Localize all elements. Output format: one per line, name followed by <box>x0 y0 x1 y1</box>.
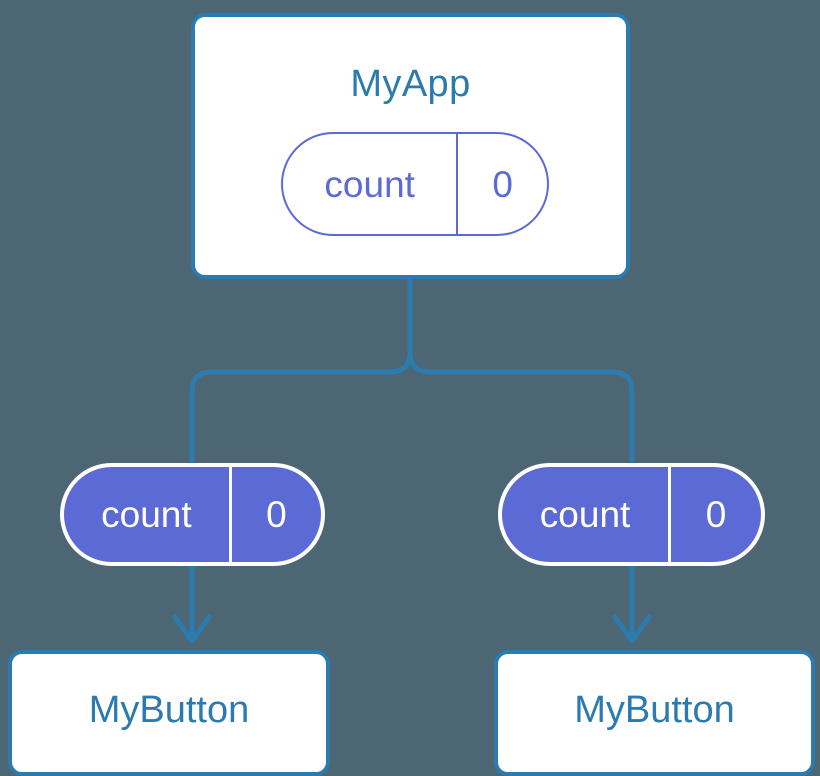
arrowhead-left <box>172 614 212 644</box>
component-title-mybutton: MyButton <box>574 689 735 731</box>
state-value-label: 0 <box>266 494 287 535</box>
component-node-myapp[interactable]: MyApp count 0 <box>191 13 630 279</box>
component-title-myapp: MyApp <box>350 63 471 105</box>
state-key-label: count <box>502 467 672 562</box>
edge-root-to-right-state <box>407 351 635 463</box>
state-pill-left[interactable]: count 0 <box>60 463 325 566</box>
state-value-label: 0 <box>705 494 727 535</box>
arrowhead-right <box>612 614 652 644</box>
edge-root-to-left-state <box>189 351 413 463</box>
state-key-label: count <box>64 467 232 562</box>
component-title-mybutton: MyButton <box>88 689 250 731</box>
state-value-label: 0 <box>492 163 513 205</box>
state-key-label: count <box>283 134 459 234</box>
state-pill-right[interactable]: count 0 <box>498 463 765 566</box>
component-node-mybutton-left[interactable]: MyButton <box>8 650 330 776</box>
state-pill-root[interactable]: count 0 <box>281 132 549 236</box>
component-node-mybutton-right[interactable]: MyButton <box>494 650 815 776</box>
